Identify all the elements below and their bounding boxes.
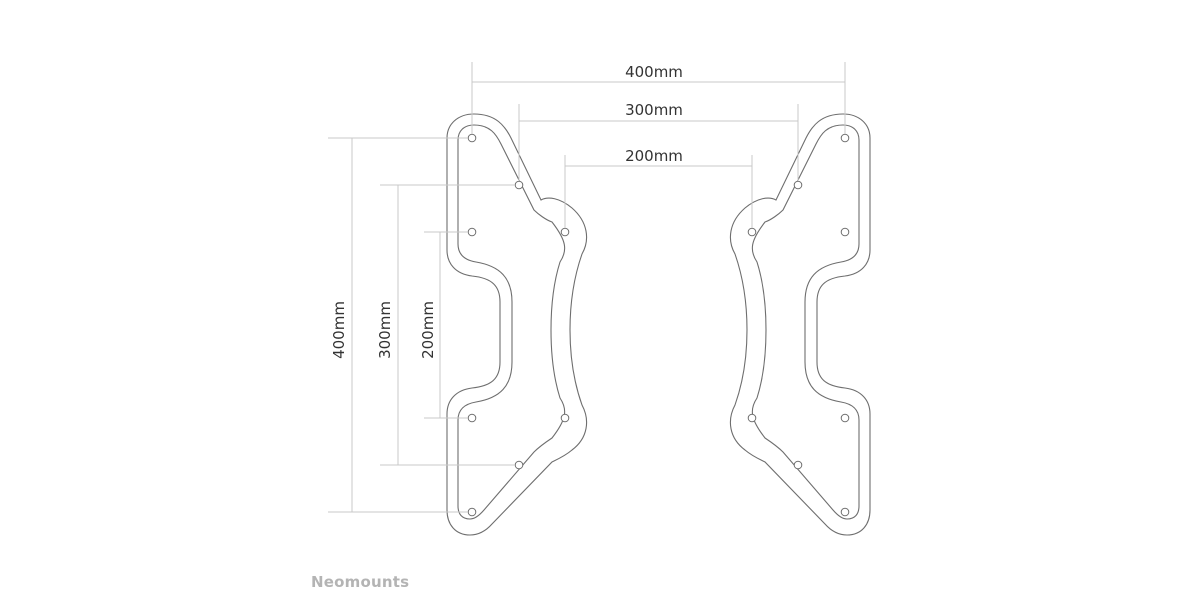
hole-right-200-bottom: [747, 413, 757, 423]
hole-left-edge-top: [467, 227, 477, 237]
hole-right-edge-bottom: [840, 413, 850, 423]
left-plate: [446, 113, 588, 536]
hole-right-edge-top: [840, 227, 850, 237]
brand-logo: Neomounts: [311, 573, 410, 591]
mounting-holes: [467, 133, 850, 517]
right-plate-inner-contour: [751, 124, 860, 520]
horizontal-dimension-lines: [471, 62, 846, 228]
label-h300: 300mm: [625, 101, 683, 119]
hole-right-300-bottom: [793, 460, 803, 470]
label-h400: 400mm: [625, 63, 683, 81]
right-plate: [729, 113, 871, 536]
label-v200: 200mm: [419, 301, 437, 359]
vertical-dimension-lines: [328, 137, 515, 513]
hole-right-300-top: [793, 180, 803, 190]
hole-right-400-bottom: [840, 507, 850, 517]
label-v300: 300mm: [376, 301, 394, 359]
right-plate-outline: [729, 113, 871, 536]
hole-left-200-bottom: [560, 413, 570, 423]
hole-left-300-bottom: [514, 460, 524, 470]
left-plate-inner-contour: [457, 124, 566, 520]
hole-left-400-top: [467, 133, 477, 143]
label-v400: 400mm: [330, 301, 348, 359]
label-h200: 200mm: [625, 147, 683, 165]
hole-right-400-top: [840, 133, 850, 143]
hole-left-edge-bottom: [467, 413, 477, 423]
hole-left-400-bottom: [467, 507, 477, 517]
hole-right-200-top: [747, 227, 757, 237]
hole-left-300-top: [514, 180, 524, 190]
left-plate-outline: [446, 113, 588, 536]
hole-left-200-top: [560, 227, 570, 237]
